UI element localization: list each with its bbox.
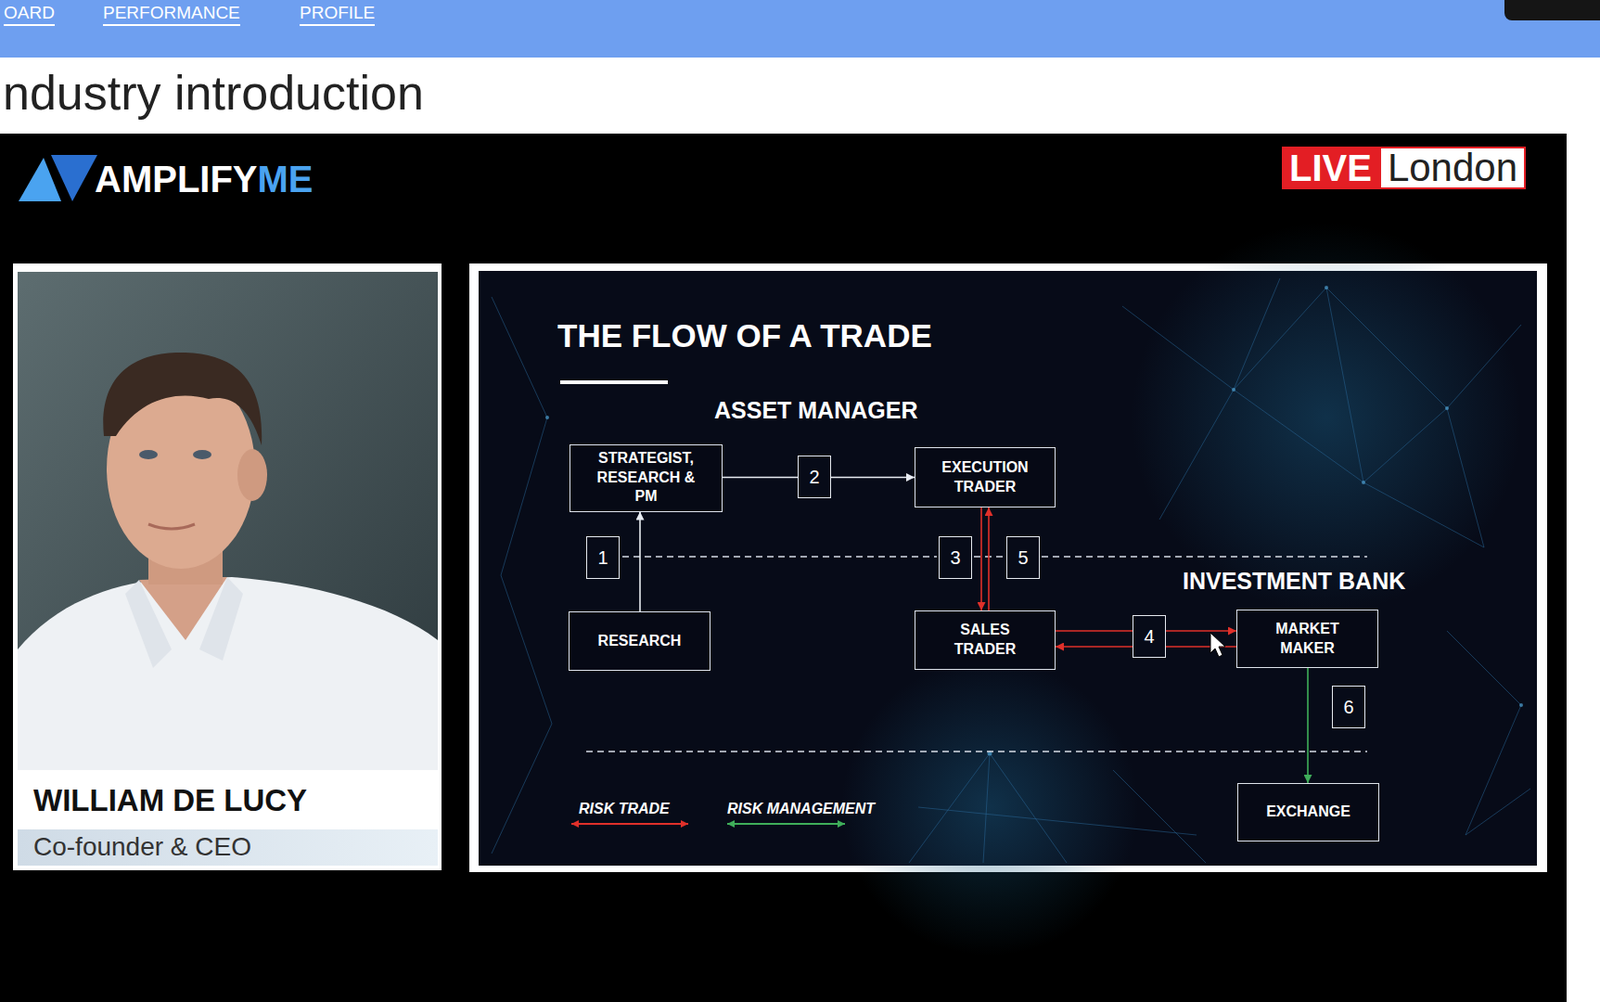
network-dot — [1231, 387, 1236, 392]
legend-label: RISK TRADE — [578, 801, 670, 817]
eye — [192, 449, 212, 460]
process-box: STRATEGIST, RESEARCH & PM — [569, 444, 723, 512]
separator-line — [586, 750, 1368, 752]
callout-number: 6 — [1331, 685, 1366, 729]
nav-tab: OARD — [3, 3, 55, 22]
flow-arrow — [987, 507, 990, 611]
live-badge: LIVE — [1281, 146, 1380, 190]
network-line — [1113, 769, 1206, 863]
separator-line — [622, 555, 937, 557]
process-box: MARKET MAKER — [1236, 609, 1379, 668]
hair — [102, 352, 262, 446]
flow-arrow — [1055, 645, 1237, 648]
logo-mark — [51, 154, 98, 202]
title-underline — [560, 380, 668, 384]
speaker-figure — [17, 352, 438, 770]
network-dot — [1445, 406, 1449, 410]
page-heading: ndustry introduction — [2, 68, 424, 117]
logo-mark — [18, 157, 62, 202]
tooltip-pill — [1504, 0, 1600, 21]
network-glow — [1131, 222, 1522, 613]
callout-number: 1 — [586, 536, 620, 579]
separator-line — [1041, 555, 1368, 557]
ear — [237, 448, 268, 501]
collar — [199, 576, 244, 661]
legend-entry: RISK MANAGEMENT — [727, 801, 875, 817]
box-label: STRATEGIST, RESEARCH & PM — [590, 448, 703, 507]
legend-sample-line — [727, 822, 845, 825]
flow-arrow — [722, 476, 915, 479]
network-dot — [1361, 480, 1366, 485]
network-line — [908, 753, 990, 863]
network-glow — [841, 658, 1139, 956]
tab-underline — [3, 24, 55, 26]
network-lines — [491, 278, 1531, 863]
eye — [139, 449, 158, 460]
process-box: SALES TRADER — [914, 610, 1056, 670]
speaker-role: Co-founder & CEO — [33, 833, 252, 860]
mouse-cursor — [1210, 632, 1226, 657]
tab-underline — [299, 24, 375, 26]
network-dot — [1519, 703, 1524, 707]
box-label: MARKET MAKER — [1252, 619, 1364, 659]
network-line — [1159, 389, 1485, 548]
callout-number: 4 — [1132, 614, 1166, 658]
process-box: EXCHANGE — [1237, 782, 1380, 842]
flow-arrow — [639, 512, 641, 613]
box-label: RESEARCH — [598, 631, 682, 652]
box-label: SALES TRADER — [929, 620, 1041, 660]
mouth — [148, 524, 195, 529]
logo-text: AMPLIFY — [94, 160, 258, 198]
region-heading: INVESTMENT BANK — [1182, 569, 1406, 593]
logo-text: ME — [257, 160, 314, 198]
tab-underline — [102, 24, 241, 26]
city-badge: London — [1379, 146, 1526, 190]
role-bar — [17, 829, 438, 866]
shirt — [17, 576, 438, 770]
separator — [586, 556, 1368, 752]
network-line — [1446, 630, 1531, 835]
flow-arrow — [1306, 667, 1309, 783]
box-label: EXCHANGE — [1266, 802, 1351, 822]
slide-title: THE FLOW OF A TRADE — [557, 319, 933, 352]
video-frame — [0, 133, 1567, 1002]
region-heading: ASSET MANAGER — [714, 398, 918, 423]
process-box: RESEARCH — [568, 611, 711, 671]
network-line — [491, 296, 552, 854]
network-line — [983, 753, 990, 863]
flow-arrow — [1055, 629, 1237, 632]
speaker-photo — [17, 271, 438, 770]
speaker-name: WILLIAM DE LUCY — [33, 784, 308, 816]
nav-bar — [0, 0, 1600, 58]
network-line — [1233, 278, 1280, 390]
callout-number: 2 — [797, 455, 832, 499]
network-line — [1122, 287, 1522, 409]
flow-arrow — [980, 507, 983, 611]
network-dot — [545, 415, 550, 420]
name-plate — [17, 772, 438, 830]
legend-label: RISK MANAGEMENT — [727, 801, 875, 817]
callout-number: 5 — [1006, 536, 1040, 579]
legend-entry: RISK TRADE — [578, 801, 670, 817]
speaker-panel — [12, 263, 442, 871]
collar — [125, 579, 172, 668]
network-dots — [545, 285, 1524, 756]
network-dot — [1324, 285, 1329, 290]
box-label: EXECUTION TRADER — [929, 458, 1041, 498]
network-line — [1326, 287, 1485, 548]
network-line — [989, 753, 1067, 863]
process-box: EXECUTION TRADER — [914, 447, 1056, 508]
nav-tab: PROFILE — [299, 3, 375, 22]
legend-sample-line — [571, 822, 689, 825]
callout-number: 3 — [938, 536, 973, 579]
nav-tab: PERFORMANCE — [102, 3, 241, 22]
